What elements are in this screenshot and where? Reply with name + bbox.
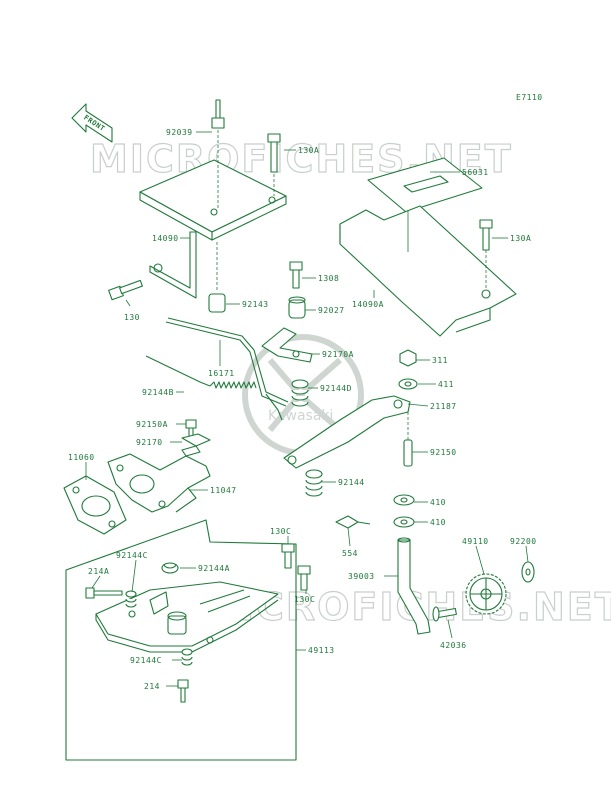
part-11047-bracket [107, 453, 211, 513]
part-1308-bolt [289, 261, 303, 289]
part-14090-plate [139, 159, 287, 299]
part-92144c-spring-bottom [181, 648, 193, 666]
part-92144a-spring [161, 562, 179, 574]
part-14090a-bracket [339, 205, 517, 337]
label-1308: 1308 [318, 274, 339, 283]
label-92144c-bottom: 92144C [130, 656, 162, 665]
part-311-nut [399, 349, 417, 367]
label-130c-top: 130C [270, 527, 291, 536]
label-14090a: 14090A [352, 300, 384, 309]
label-11047: 11047 [210, 486, 237, 495]
label-49113: 49113 [308, 646, 335, 655]
part-49110-gear [465, 573, 507, 615]
label-130: 130 [124, 313, 140, 322]
label-214a: 214A [88, 567, 109, 576]
part-92144d-spring [291, 379, 309, 407]
label-42036: 42036 [440, 641, 467, 650]
part-214a-screw [85, 587, 123, 599]
label-92144: 92144 [338, 478, 365, 487]
label-92144a: 92144A [198, 564, 230, 573]
part-92170a-clamp [261, 327, 313, 363]
label-410-lower: 410 [430, 518, 446, 527]
part-92144c-spring-top [125, 590, 137, 608]
part-130a-bolt-right [479, 219, 493, 288]
label-130c-mid: 130C [294, 595, 315, 604]
label-92027: 92027 [318, 306, 345, 315]
part-92027-collar [288, 296, 306, 319]
part-554-clip [335, 515, 371, 529]
part-39003-shaft [397, 537, 431, 635]
part-130a-bolt-top [267, 133, 281, 196]
label-130a-top: 130A [298, 146, 319, 155]
part-92170-clamp [181, 433, 211, 457]
label-92144b: 92144B [142, 388, 174, 397]
diagram-code: E7110 [516, 93, 543, 102]
label-49110: 49110 [462, 537, 489, 546]
part-21187-lever [283, 395, 411, 469]
part-49113-governor-assembly [95, 581, 279, 653]
part-92144-spring [305, 469, 323, 497]
label-92150a: 92150A [136, 420, 168, 429]
part-49113-box [65, 519, 297, 761]
label-214: 214 [144, 682, 160, 691]
part-130-bolt [108, 279, 143, 301]
label-21187: 21187 [430, 402, 457, 411]
label-311: 311 [432, 356, 448, 365]
label-92144c-top: 92144C [116, 551, 148, 560]
label-554: 554 [342, 549, 358, 558]
part-92200-washer [521, 561, 535, 583]
label-92143: 92143 [242, 300, 269, 309]
label-92144d: 92144D [320, 384, 352, 393]
label-92039: 92039 [166, 128, 193, 137]
label-92150: 92150 [430, 448, 457, 457]
label-14090: 14090 [152, 234, 179, 243]
label-11060: 11060 [68, 453, 95, 462]
label-92170: 92170 [136, 438, 163, 447]
label-39003: 39003 [348, 572, 375, 581]
part-92143-collar [208, 242, 226, 313]
part-410-washers [393, 494, 415, 528]
part-411-washer [398, 378, 418, 390]
part-42036-pin [432, 606, 457, 622]
part-214-screw [177, 679, 189, 703]
label-92200: 92200 [510, 537, 537, 546]
leader-lines [85, 131, 529, 687]
part-92150-bolt [403, 412, 413, 467]
part-56031-pad [367, 157, 483, 213]
watermark-logo-text: Kawasaki [268, 408, 333, 424]
label-16171: 16171 [208, 369, 235, 378]
label-92170a: 92170A [322, 350, 354, 359]
label-130a-right: 130A [510, 234, 531, 243]
label-56031: 56031 [462, 168, 489, 177]
part-labels: 92039 130A 56031 14090 130A 1308 14090A … [68, 128, 537, 691]
part-92144b-spring [145, 355, 283, 421]
part-92039-bolt [211, 99, 225, 208]
label-410-upper: 410 [430, 498, 446, 507]
label-411: 411 [438, 380, 454, 389]
